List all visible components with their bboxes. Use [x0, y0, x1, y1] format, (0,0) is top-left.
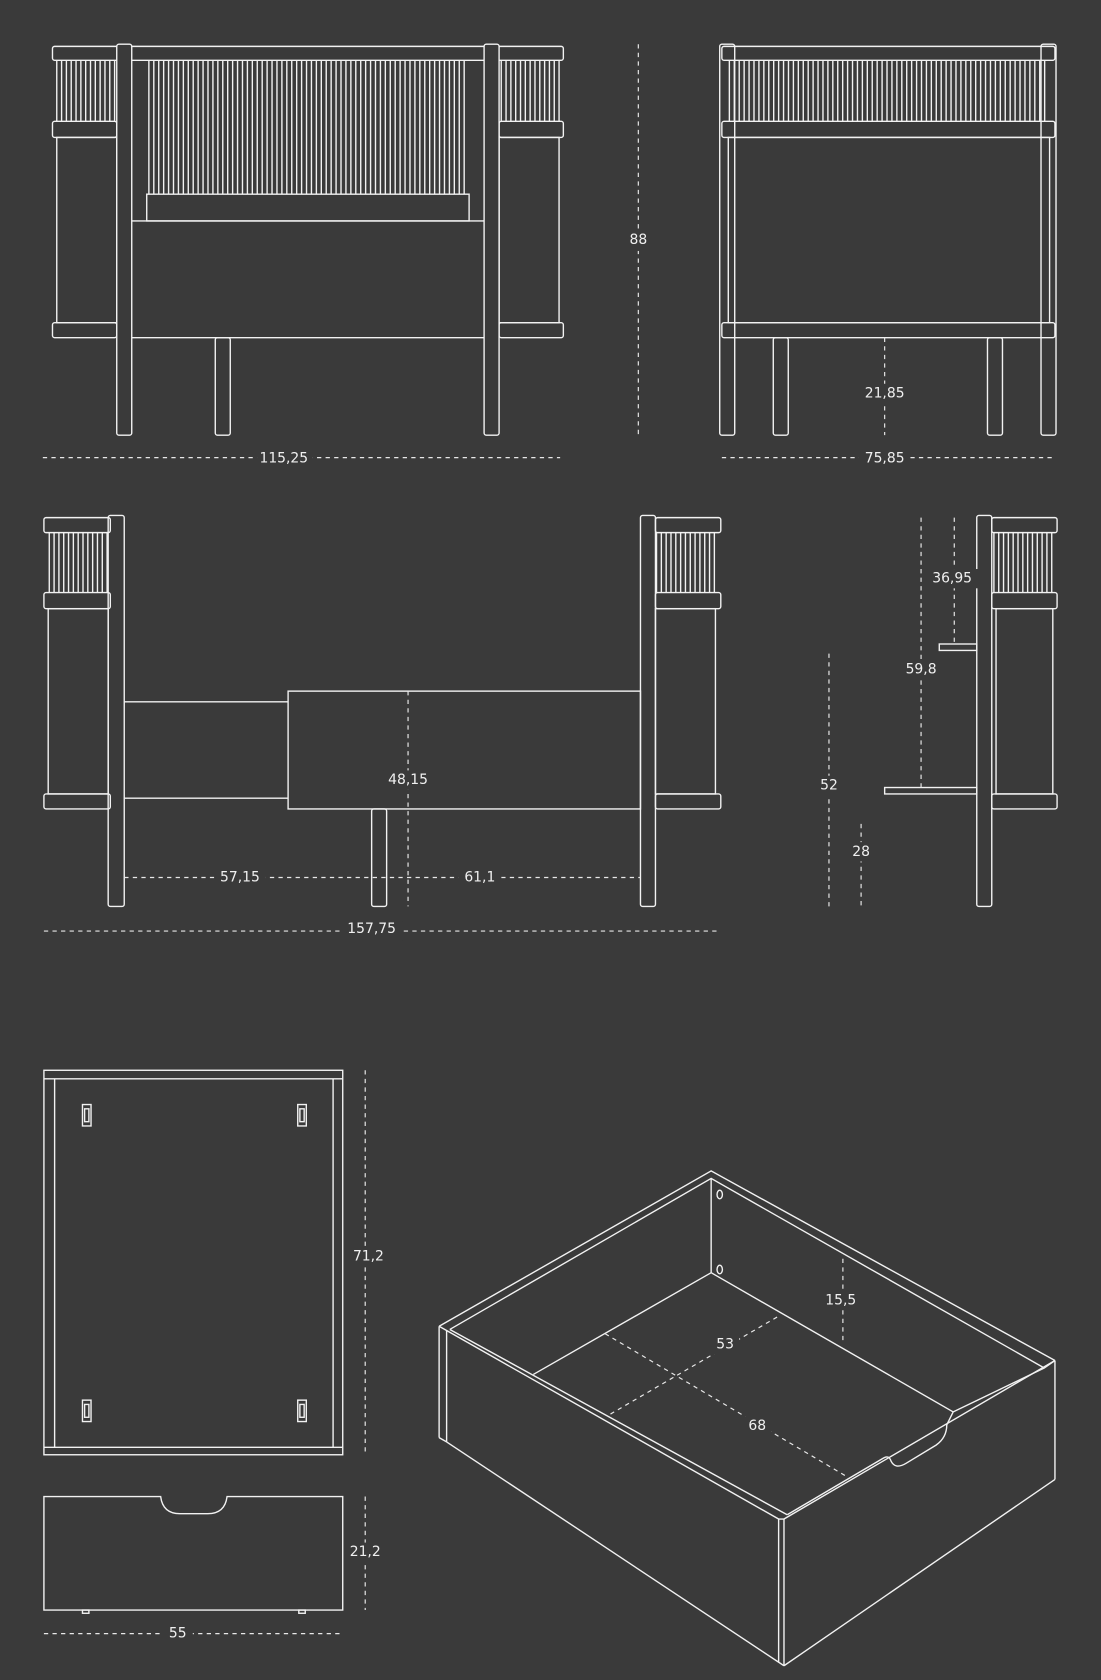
- end-slats-left: [48, 532, 108, 593]
- dimension-label: 115,25: [259, 451, 308, 467]
- dimension-label: 59,8: [906, 662, 937, 678]
- bracket-icon: [81, 1103, 92, 1127]
- dimension-label: 36,95: [932, 571, 972, 587]
- bracket-icon: [81, 1399, 92, 1423]
- screw-hole-icon: [716, 1189, 724, 1200]
- drawer-isometric-view: 15,5 53 68: [438, 1170, 1056, 1667]
- dimension-label: 157,75: [347, 921, 396, 937]
- front-end-slats-left: [56, 60, 116, 122]
- dimension-label: 28: [852, 844, 870, 860]
- dimension-label: 52: [820, 777, 838, 793]
- extended-bed-view: 48,15 57,15 61,1 157,75: [43, 514, 722, 941]
- section-slats: [993, 532, 1053, 593]
- dimension-label: 55: [169, 1626, 187, 1642]
- dimension-label: 48,15: [388, 772, 428, 788]
- side-view: 21,85 75,85: [719, 43, 1057, 468]
- drawer-top-view: 71,2: [43, 1069, 386, 1456]
- bracket-icon: [297, 1399, 308, 1423]
- side-slats: [728, 60, 1046, 122]
- dimension-label: 53: [716, 1336, 734, 1352]
- dimension-label: 88: [629, 232, 647, 248]
- dimension-label: 71,2: [353, 1249, 384, 1265]
- dimension-label: 57,15: [220, 869, 260, 885]
- dimension-label: 68: [748, 1418, 766, 1434]
- bracket-icon: [297, 1103, 308, 1127]
- dimension-label: 61,1: [464, 869, 495, 885]
- front-end-slats-right: [500, 60, 560, 122]
- drawer-front-view: 21,2 55: [43, 1495, 386, 1644]
- screw-hole-icon: [716, 1264, 724, 1275]
- front-view: 115,25 88: [42, 43, 652, 468]
- front-center-slats: [148, 60, 465, 195]
- dimension-label: 21,85: [865, 385, 905, 401]
- dimension-label: 75,85: [865, 451, 905, 467]
- end-slats-right: [655, 532, 716, 593]
- dimension-label: 15,5: [825, 1293, 856, 1309]
- dimension-label: 21,2: [350, 1544, 381, 1560]
- side-section-view: 59,8 36,95 52 28: [813, 514, 1058, 908]
